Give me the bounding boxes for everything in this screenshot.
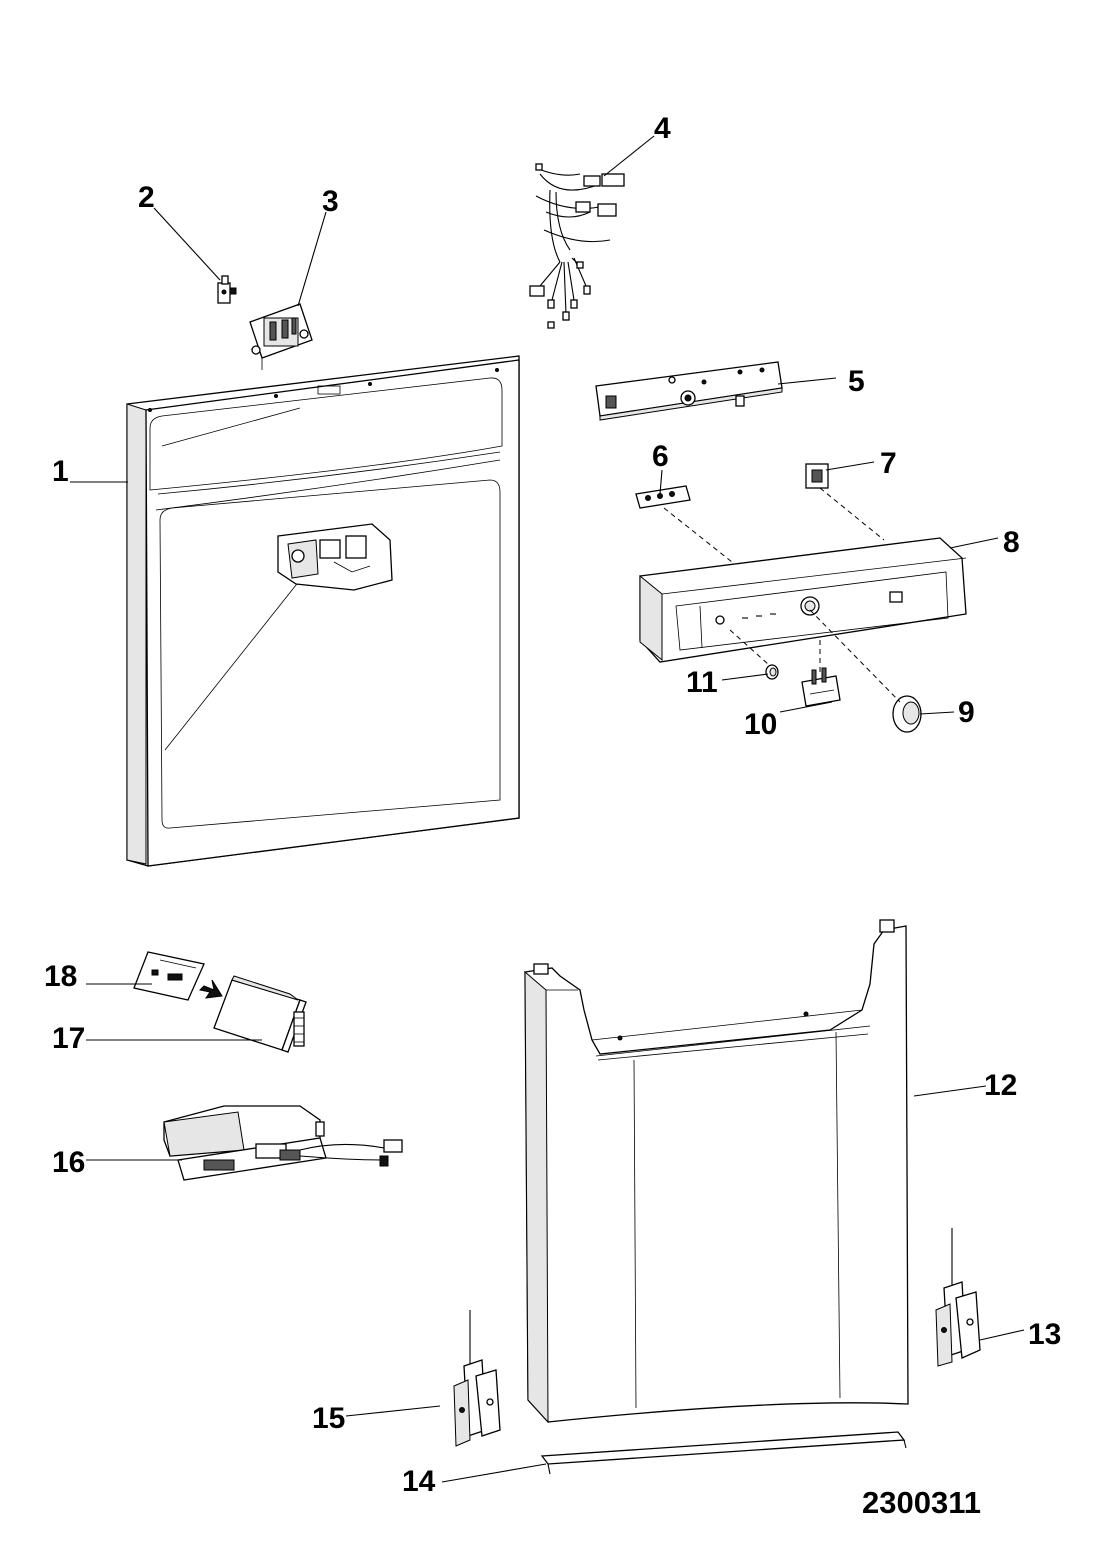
callout-14: 14 — [402, 1465, 436, 1498]
part-9-knob-icon — [892, 695, 922, 733]
part-5-control-board-icon — [595, 361, 783, 421]
part-16-electronic-module-icon — [163, 1105, 403, 1181]
part-18-label-card-icon — [133, 951, 205, 1001]
diagram-reference-number: 2300311 — [862, 1485, 981, 1520]
part-8-control-panel-icon — [639, 537, 967, 663]
part-15-hinge-left-icon — [453, 1310, 501, 1447]
callout-2: 2 — [138, 181, 155, 214]
callout-13: 13 — [1028, 1318, 1062, 1351]
callout-9: 9 — [958, 696, 975, 729]
callout-5: 5 — [848, 365, 865, 398]
callout-11: 11 — [686, 666, 718, 699]
part-10-switch-block-icon — [801, 667, 841, 707]
part-3-door-lock-icon — [249, 303, 313, 370]
assembly-dashed-lines — [663, 487, 901, 703]
callout-7: 7 — [880, 447, 897, 480]
dispenser-unit-icon — [277, 523, 393, 591]
callout-4: 4 — [654, 112, 671, 145]
callout-18: 18 — [44, 960, 78, 993]
callout-15: 15 — [312, 1402, 346, 1435]
callout-3: 3 — [322, 185, 339, 218]
part-4-wiring-harness-icon — [529, 163, 625, 329]
part-11-indicator-lens-icon — [765, 664, 779, 680]
leader-lines — [70, 135, 1025, 1483]
arrow-icon — [198, 979, 223, 999]
callout-16: 16 — [52, 1146, 86, 1179]
part-6-button-strip-icon — [635, 485, 691, 509]
part-13-hinge-right-icon — [935, 1228, 981, 1367]
part-2-door-switch-icon — [217, 275, 237, 304]
part-12-outer-door-panel — [524, 919, 909, 1424]
callout-12: 12 — [984, 1069, 1018, 1102]
callout-10: 10 — [744, 708, 778, 741]
part-1-inner-door-panel — [126, 355, 520, 867]
callout-1: 1 — [52, 455, 69, 488]
part-14-rod-icon — [540, 1431, 907, 1475]
part-17-module-box-icon — [213, 975, 307, 1053]
callout-8: 8 — [1003, 526, 1020, 559]
part-7-selector-button-icon — [805, 463, 829, 489]
callout-6: 6 — [652, 440, 669, 473]
callout-17: 17 — [52, 1022, 86, 1055]
